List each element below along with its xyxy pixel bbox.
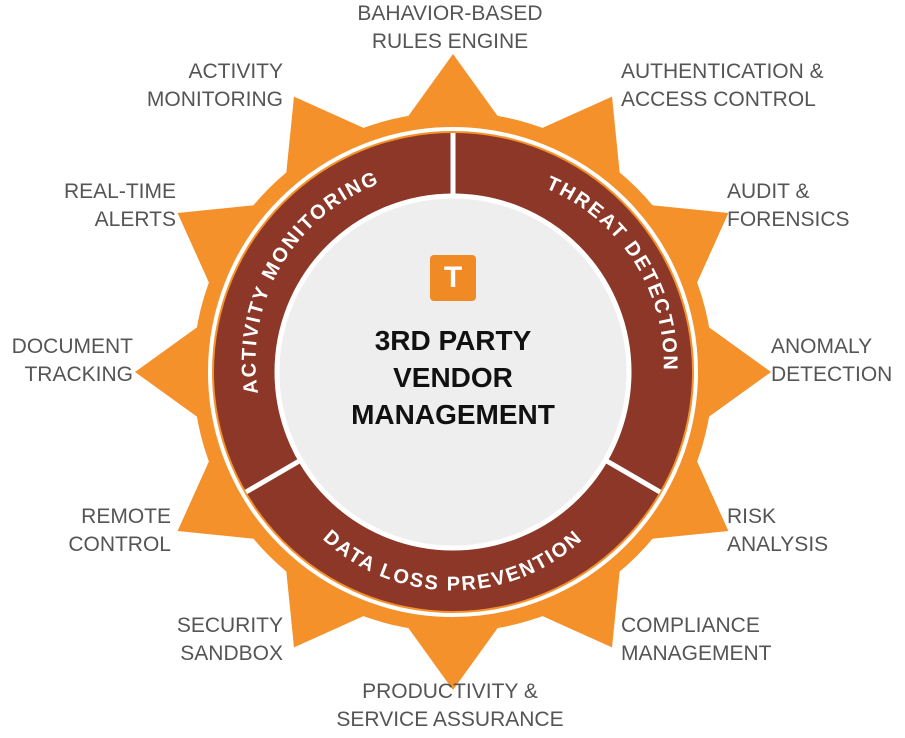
label-audit-forensics: AUDIT &FORENSICS [727, 180, 850, 231]
ring-divider-right [603, 457, 662, 495]
gear-white-line [208, 127, 698, 617]
center-circle [274, 193, 632, 551]
logo-icon: T [430, 255, 476, 301]
label-productivity-service-assurance: PRODUCTIVITY &SERVICE ASSURANCE [336, 680, 564, 731]
label-authentication-access-control: AUTHENTICATION &ACCESS CONTROL [621, 60, 824, 111]
center-title: 3RD PARTY VENDOR MANAGEMENT [351, 325, 555, 430]
ring-divider-left [244, 457, 303, 495]
